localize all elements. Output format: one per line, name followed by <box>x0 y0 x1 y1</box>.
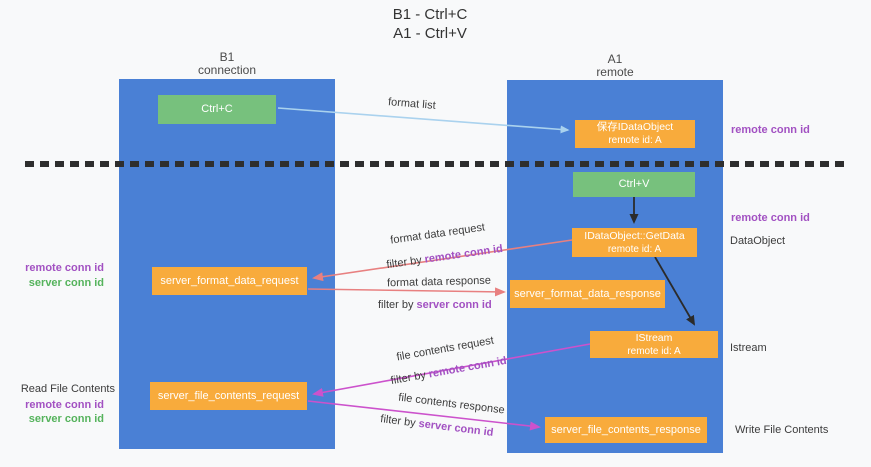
label-filter-file-response: filter by server conn id <box>380 413 494 439</box>
title-line-2: A1 - Ctrl+V <box>393 25 467 42</box>
annotation-left-server-conn-id-bottom: server conn id <box>28 413 104 425</box>
annotation-remote-conn-id-top: remote conn id <box>731 124 810 136</box>
node-idataobject-getdata: IDataObject::GetData remote id: A <box>572 228 697 257</box>
label-format-data-response: format data response <box>386 274 492 290</box>
filter-prefix: filter by <box>379 413 420 430</box>
label-format-list: format list <box>387 96 437 112</box>
node-ctrl-c-label: Ctrl+C <box>201 103 233 115</box>
filter-key-server-conn-id: server conn id <box>417 417 495 439</box>
node-idataobject-getdata-line1: IDataObject::GetData <box>584 229 685 242</box>
node-ctrl-c: Ctrl+C <box>158 95 276 124</box>
annotation-left-server-conn-id-top: server conn id <box>28 277 104 289</box>
diagram-title: B1 - Ctrl+C A1 - Ctrl+V <box>320 5 540 43</box>
label-file-contents-response: file contents response <box>397 391 506 417</box>
node-ctrl-v: Ctrl+V <box>573 172 695 197</box>
right-column-title: A1 <box>607 52 623 66</box>
node-server-format-data-response-label: server_format_data_response <box>514 287 661 300</box>
annotation-write-file-contents: Write File Contents <box>735 424 829 436</box>
filter-key-remote-conn-id: remote conn id <box>423 242 504 266</box>
node-server-file-contents-response-label: server_file_contents_response <box>551 423 701 436</box>
title-line-1: B1 - Ctrl+C <box>392 6 468 23</box>
node-server-format-data-request: server_format_data_request <box>152 267 307 295</box>
node-save-dataobject-line2: remote id: A <box>608 135 662 146</box>
annotation-left-remote-conn-id-top: remote conn id <box>25 262 104 274</box>
filter-key-remote-conn-id: remote conn id <box>427 354 508 381</box>
node-server-format-data-request-label: server_format_data_request <box>160 274 299 287</box>
annotation-dataobject: DataObject <box>730 235 786 247</box>
node-server-format-data-response: server_format_data_response <box>510 280 665 308</box>
node-istream: IStream remote id: A <box>590 331 718 358</box>
annotation-istream: Istream <box>730 342 767 354</box>
arrow-format-data-response <box>307 287 506 297</box>
filter-prefix: filter by <box>385 253 426 272</box>
node-server-file-contents-response: server_file_contents_response <box>545 417 707 443</box>
annotation-read-file-contents: Read File Contents <box>20 383 115 395</box>
node-ctrl-v-label: Ctrl+V <box>618 178 650 190</box>
label-format-data-request: format data request <box>389 221 486 247</box>
right-column-subtitle: remote <box>596 65 634 79</box>
filter-prefix: filter by <box>389 368 430 388</box>
left-column-title: B1 <box>219 50 235 64</box>
annotation-left-remote-conn-id-bottom: remote conn id <box>25 399 104 411</box>
node-save-dataobject: 保存IDataObject remote id: A <box>575 120 695 148</box>
node-istream-line2: remote id: A <box>627 345 681 357</box>
node-server-file-contents-request: server_file_contents_request <box>150 382 307 410</box>
left-column-header: B1 connection <box>167 51 287 77</box>
filter-prefix: filter by <box>378 299 417 311</box>
filter-key-server-conn-id: server conn id <box>416 299 492 311</box>
phase-separator-dashed-line <box>25 161 847 167</box>
left-column-subtitle: connection <box>197 63 257 77</box>
label-filter-format-response: filter by server conn id <box>378 299 492 311</box>
node-server-file-contents-request-label: server_file_contents_request <box>157 389 300 402</box>
annotation-remote-conn-id-mid: remote conn id <box>731 212 810 224</box>
node-idataobject-getdata-line2: remote id: A <box>607 243 662 255</box>
node-istream-line1: IStream <box>635 331 673 344</box>
node-save-dataobject-line1: 保存IDataObject <box>596 121 674 133</box>
right-column-header: A1 remote <box>555 53 675 79</box>
label-filter-format-request: filter by remote conn id <box>386 243 504 271</box>
